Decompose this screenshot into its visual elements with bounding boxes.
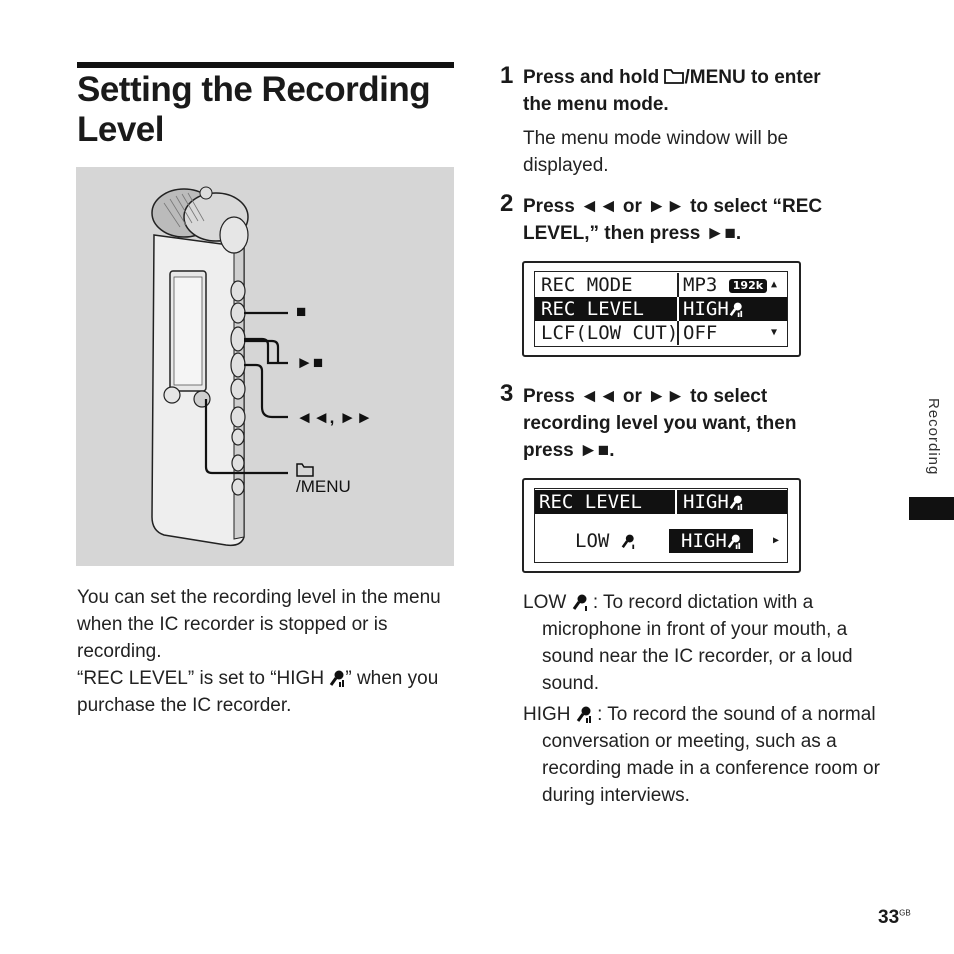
step-3-number: 3 — [500, 380, 514, 407]
option-high-text: HIGH — [681, 530, 727, 552]
definition-term: LOW — [523, 592, 567, 613]
page-title-line1: Setting the Recording — [77, 70, 431, 109]
screen2-header-value: HIGH — [683, 490, 743, 514]
page-number-suffix: GB — [899, 908, 911, 918]
step-2-number: 2 — [500, 190, 514, 217]
menu-screen-1: REC MODE MP3 192k ▲ REC LEVEL HIGH LCF(L… — [522, 261, 801, 357]
play-stop-button-label: ►■ — [296, 353, 324, 372]
screen2-header: REC LEVEL HIGH — [535, 490, 787, 514]
intro-default-note-a: “REC LEVEL” is set to “HIGH — [77, 668, 330, 689]
scroll-right-icon: ▶ — [773, 535, 780, 546]
folder-menu-label-text: /MENU — [296, 477, 351, 496]
intro-text: You can set the recording level in the m… — [77, 584, 457, 719]
menu-row-value-text: MP3 — [683, 274, 718, 296]
step-1-description: The menu mode window will be displayed. — [523, 128, 789, 176]
menu-row-rec-mode: REC MODE MP3 192k ▲ — [535, 273, 787, 297]
mic-low-icon — [621, 534, 634, 549]
intro-paragraph: You can set the recording level in the m… — [77, 587, 441, 662]
screen2-header-label: REC LEVEL — [539, 491, 642, 513]
step-1-text: Press and hold /MENU to enter the menu m… — [523, 64, 843, 118]
bitrate-badge: 192k — [728, 278, 768, 293]
mic-high-icon — [729, 302, 742, 317]
menu-row-label: REC MODE — [541, 274, 633, 296]
screen2-options: LOW HIGH ▶ — [535, 529, 787, 553]
mic-high-icon — [727, 534, 740, 549]
section-tab-marker — [909, 497, 954, 520]
mic-high-icon — [330, 670, 345, 687]
definition-high: HIGH : To record the sound of a normal c… — [523, 701, 883, 809]
mic-high-icon — [729, 495, 742, 510]
page-number: 33GB — [878, 907, 911, 929]
step-1-number: 1 — [500, 62, 514, 89]
scroll-up-icon: ▲ — [771, 279, 778, 290]
page-number-value: 33 — [878, 907, 900, 928]
step-1-text-b: /MENU to enter the menu mode. — [523, 67, 821, 115]
definition-text: : To record dictation with a microphone … — [542, 592, 853, 694]
definition-low: LOW : To record dictation with a microph… — [523, 589, 883, 697]
step-3-text: Press ◄◄ or ►► to select recording level… — [523, 386, 797, 461]
folder-icon — [664, 69, 685, 84]
title-rule — [77, 62, 454, 68]
step-2-text: Press ◄◄ or ►► to select “REC LEVEL,” th… — [523, 196, 823, 244]
scroll-down-icon: ▼ — [771, 327, 778, 338]
section-side-label: Recording — [925, 398, 942, 476]
menu-row-rec-level: REC LEVEL HIGH — [535, 297, 787, 321]
menu-row-value: MP3 192k — [683, 273, 768, 297]
menu-row-label: LCF(LOW CUT) — [541, 322, 679, 344]
option-low: LOW — [575, 529, 635, 553]
menu-screen-1-display: REC MODE MP3 192k ▲ REC LEVEL HIGH LCF(L… — [534, 271, 788, 347]
option-high-selected: HIGH — [669, 529, 753, 553]
menu-row-value-text: HIGH — [683, 298, 729, 320]
intro-default-note-b: ” when you purchase the IC recorder. — [77, 668, 439, 716]
menu-screen-2-display: REC LEVEL HIGH LOW HIGH ▶ — [534, 488, 788, 563]
intro-default-note: “REC LEVEL” is set to “HIGH ” when you p… — [77, 665, 457, 719]
option-low-text: LOW — [575, 530, 610, 552]
stop-button-label: ■ — [296, 302, 307, 321]
screen2-header-value-text: HIGH — [683, 491, 729, 513]
definition-term: HIGH — [523, 704, 571, 725]
menu-row-value: OFF — [683, 322, 718, 344]
menu-row-value: HIGH — [683, 297, 743, 321]
menu-row-lcf: LCF(LOW CUT) OFF ▼ — [535, 321, 787, 345]
level-definitions: LOW : To record dictation with a microph… — [523, 589, 883, 813]
page-title: Setting the Recording Level — [77, 70, 457, 150]
mic-high-icon — [576, 706, 591, 723]
page-title-line2: Level — [77, 110, 165, 149]
folder-icon — [296, 463, 314, 477]
menu-row-label: REC LEVEL — [541, 298, 644, 320]
definition-text: : To record the sound of a normal conver… — [542, 704, 880, 806]
folder-menu-label: /MENU — [296, 463, 351, 497]
menu-screen-2: REC LEVEL HIGH LOW HIGH ▶ — [522, 478, 801, 573]
skip-buttons-label: ◄◄, ►► — [296, 408, 373, 427]
recorder-illustration: ■ ►■ ◄◄, ►► /MENU — [76, 167, 454, 566]
mic-low-icon — [572, 594, 587, 611]
recorder-drawing — [151, 186, 288, 547]
step-1-text-a: Press and hold — [523, 67, 665, 88]
